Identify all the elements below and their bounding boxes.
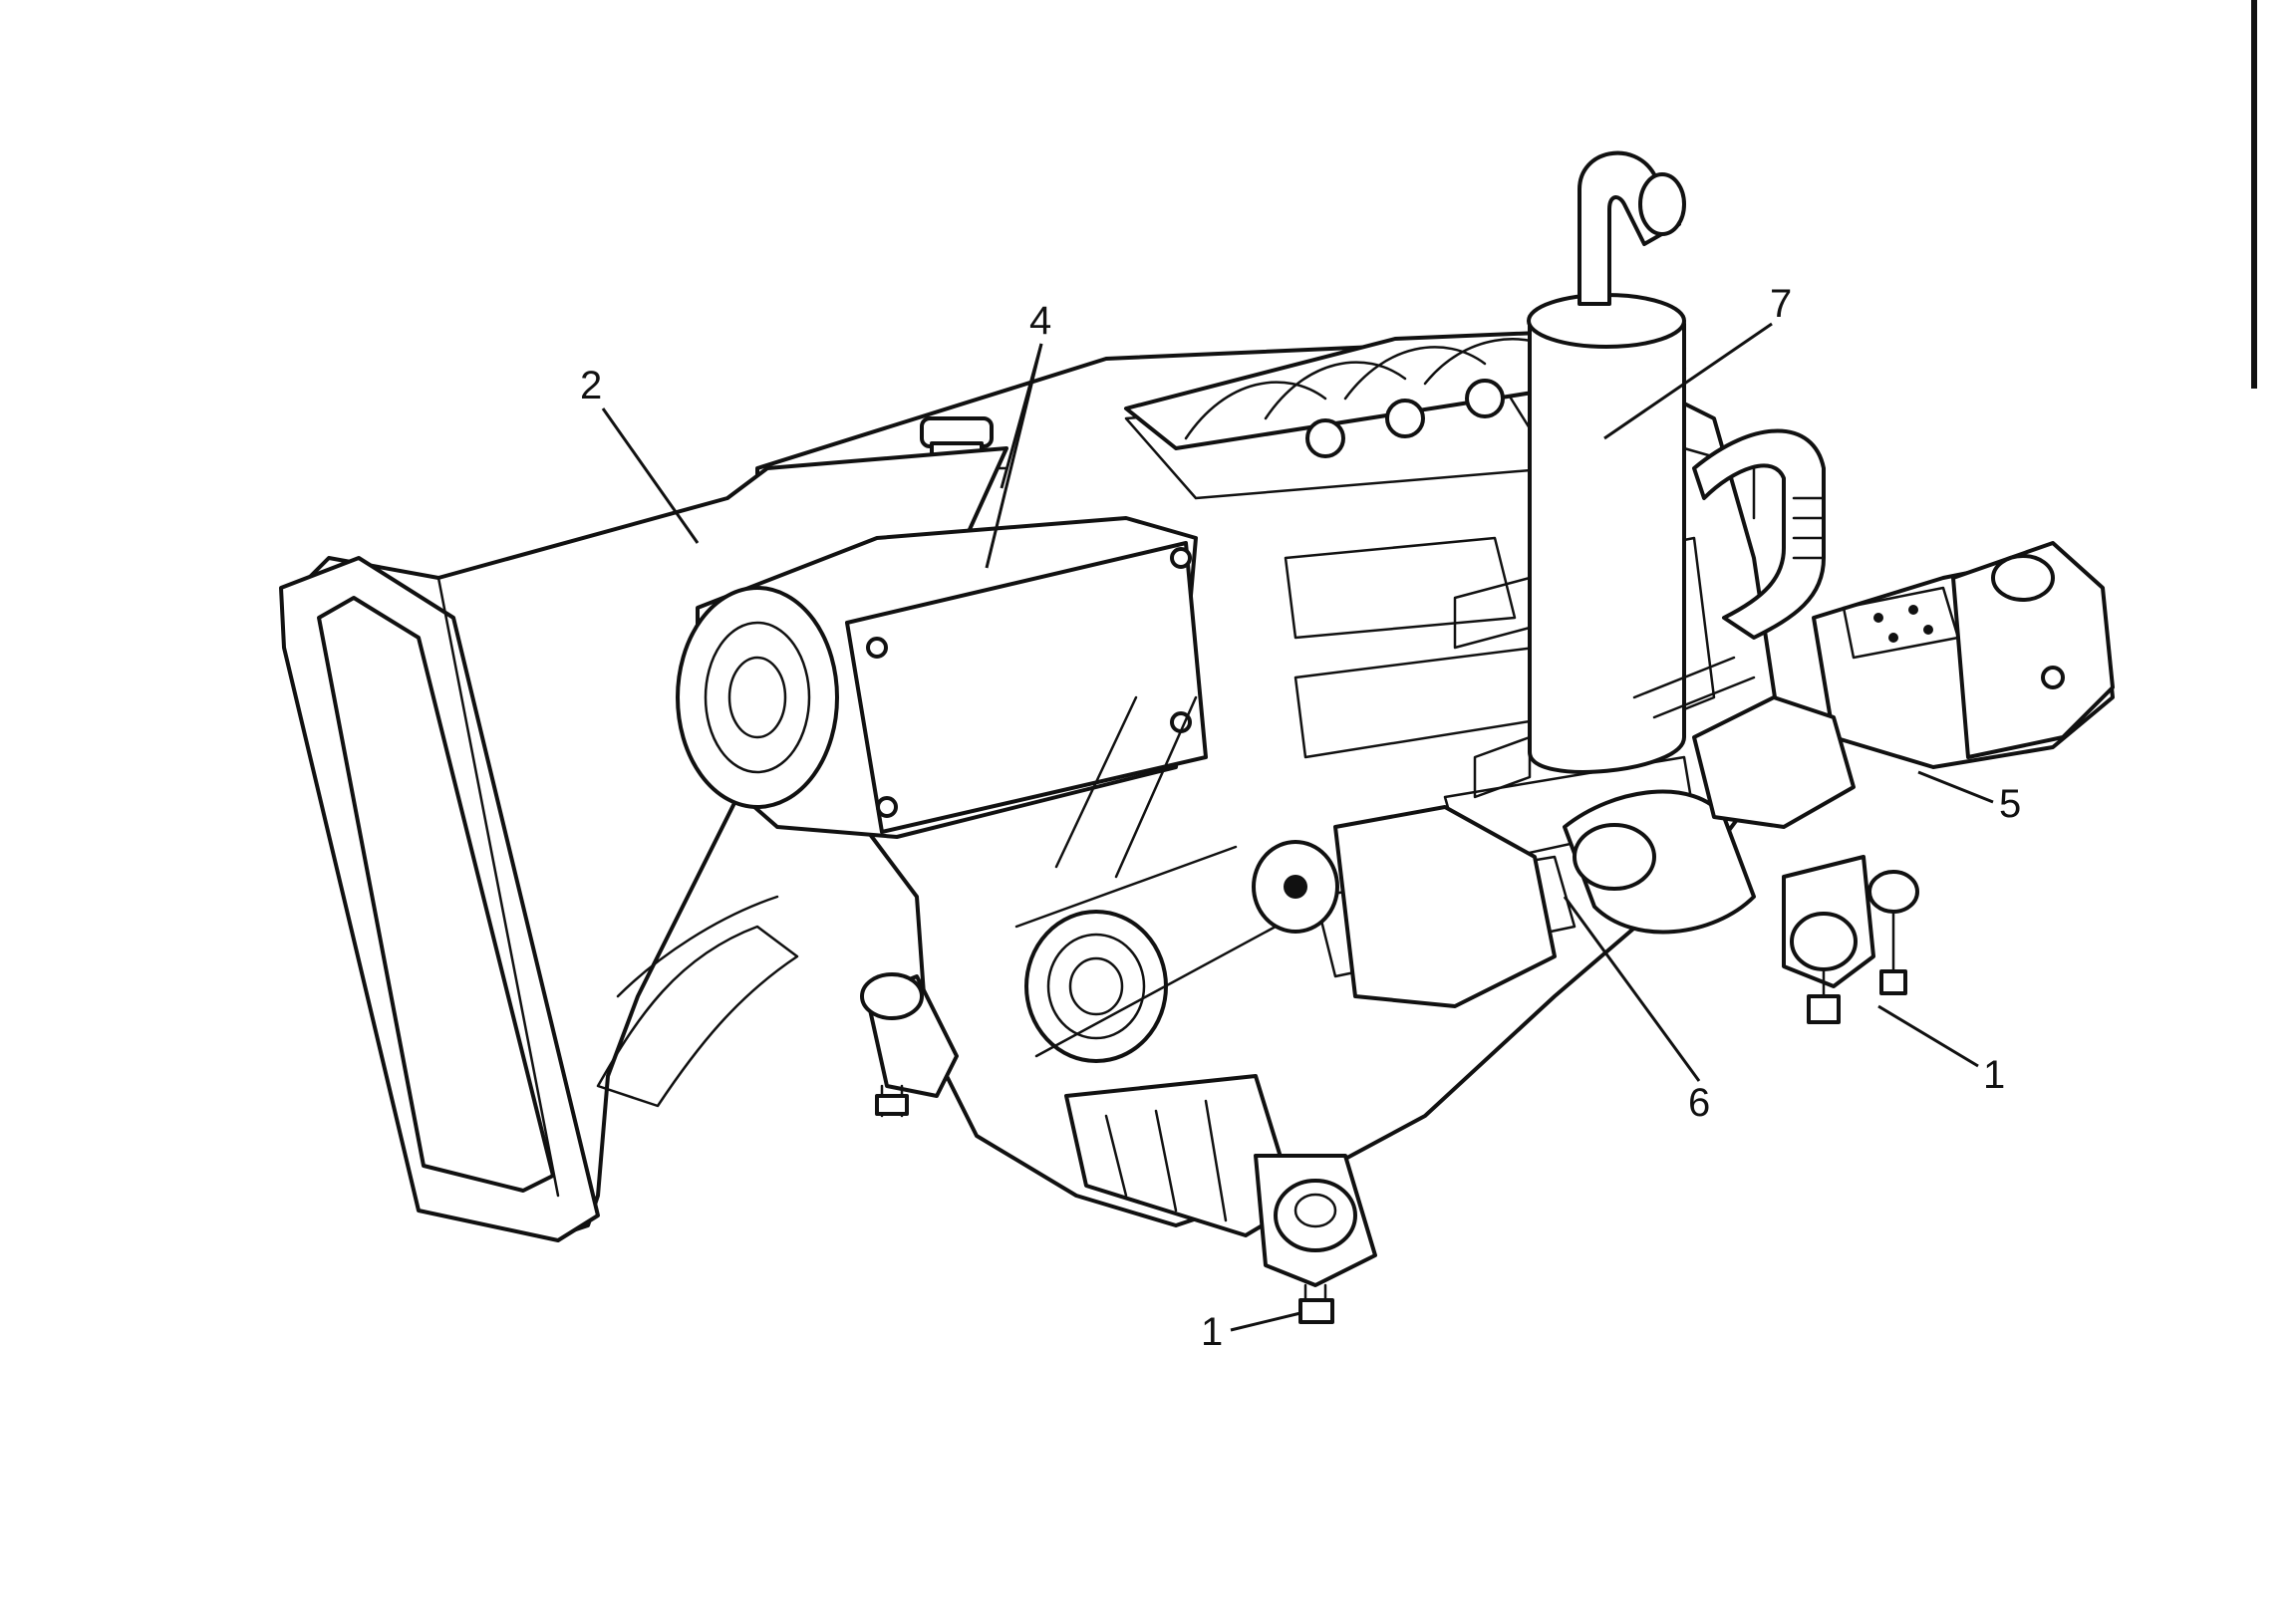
label-6: 6 [1688, 1081, 1710, 1125]
label-4: 4 [1029, 299, 1051, 343]
air-intake-duct [279, 446, 1008, 1242]
label-7: 7 [1770, 282, 1792, 326]
engine-mount-front-bottom [1254, 1154, 1377, 1324]
label-1-bottom: 1 [1201, 1310, 1223, 1354]
engine-mount-front-left [860, 972, 959, 1118]
label-1-right: 1 [1983, 1053, 2005, 1097]
hydraulic-pump [1812, 541, 2115, 769]
exhaust-pipe [1692, 428, 1826, 640]
starter-motor [1563, 656, 1856, 935]
exhaust-muffler [1453, 150, 1756, 799]
engine-mount-rear-right [1782, 855, 1919, 1024]
oil-sump [1064, 1074, 1297, 1237]
label-2: 2 [580, 364, 602, 407]
callouts: 2 4 7 5 1 6 1 [580, 282, 2021, 1354]
alternator-pulley-assembly [1014, 695, 1557, 1063]
air-cleaner [676, 516, 1208, 839]
label-5: 5 [1999, 782, 2021, 826]
